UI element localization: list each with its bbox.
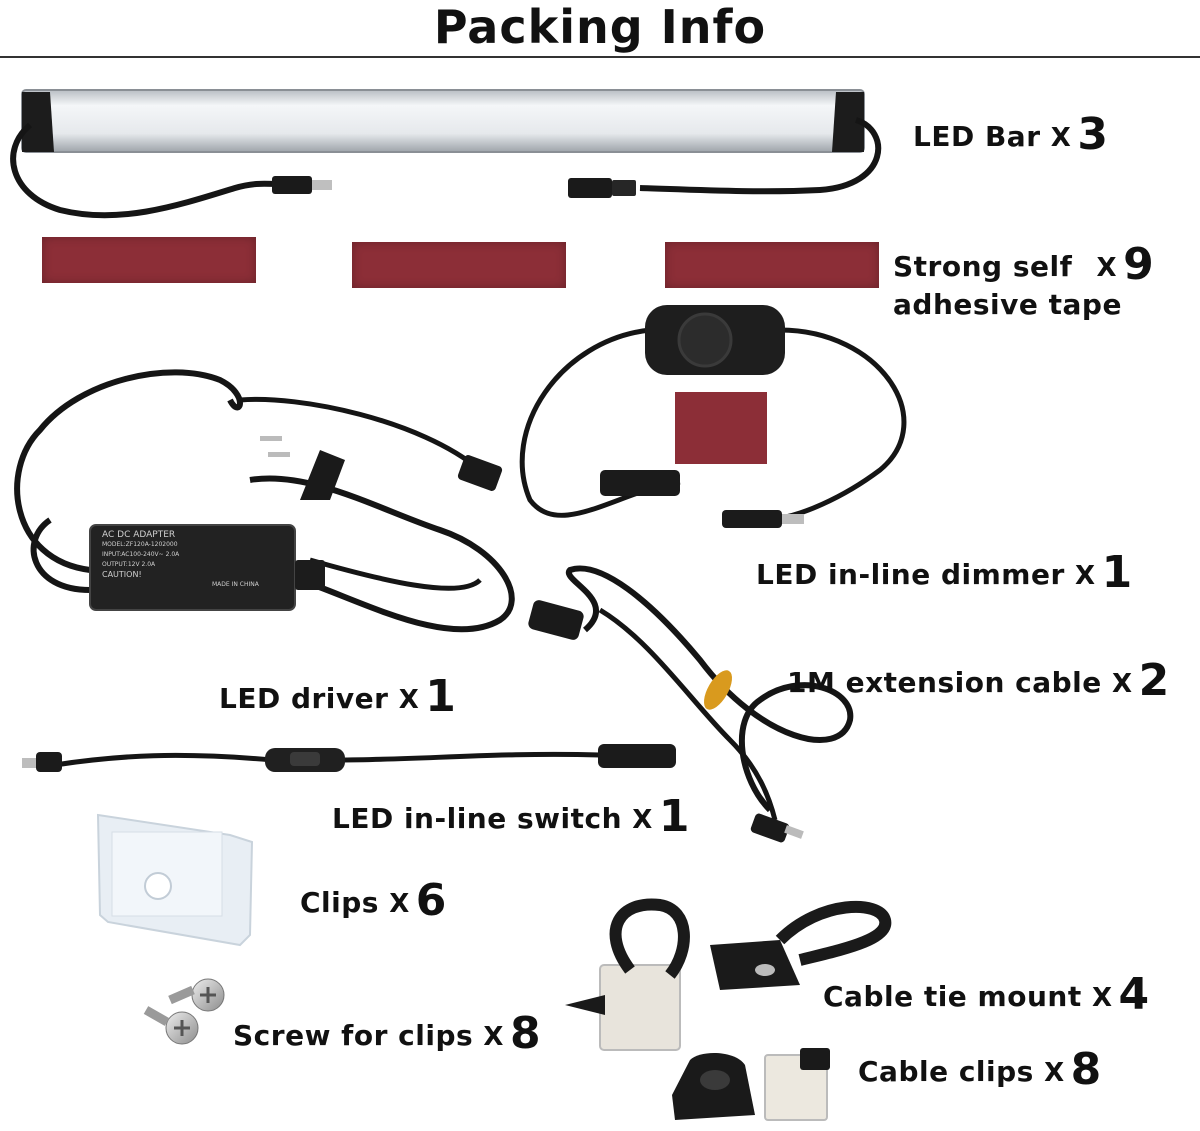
screws-image	[143, 978, 225, 1045]
adhesive-tape-strip	[352, 242, 566, 288]
item-times: X	[398, 685, 420, 715]
item-name: Screw for clips	[233, 1019, 474, 1052]
item-quantity: 4	[1118, 969, 1150, 1020]
adapter-label-line: MADE IN CHINA	[212, 581, 259, 588]
item-name: Cable tie mount	[823, 980, 1082, 1013]
adapter-label-line: OUTPUT:12V 2.0A	[102, 561, 156, 568]
item-times: X	[1050, 123, 1072, 153]
adhesive-tape-strip	[42, 237, 256, 283]
item-name: LED in-line dimmer	[756, 558, 1065, 591]
item-quantity: 8	[1070, 1044, 1102, 1095]
item-times: X	[389, 889, 410, 919]
item-quantity: 8	[509, 1008, 542, 1059]
item-name: 1M extension cable	[787, 666, 1102, 699]
led-bar-image	[10, 89, 882, 219]
item-quantity: 1	[658, 791, 690, 842]
dimmer-image	[519, 305, 907, 528]
item-name: Cable clips	[858, 1055, 1034, 1088]
item-times: X	[1096, 253, 1118, 283]
extension-cable-image	[528, 565, 854, 843]
clip-image	[96, 813, 254, 947]
title-divider	[0, 56, 1200, 58]
item-times: X	[1112, 669, 1133, 699]
adapter-label-line: AC DC ADAPTER	[102, 530, 176, 540]
item-quantity: 2	[1138, 655, 1170, 706]
cable-tie-mount-image	[565, 898, 892, 1051]
adapter-label-line: INPUT:AC100-240V~ 2.0A	[102, 551, 180, 558]
item-name: Clips	[300, 886, 379, 919]
item-times: X	[483, 1022, 504, 1052]
item-name: LED Bar	[913, 120, 1041, 153]
item-name: adhesive tape	[893, 288, 1122, 321]
adapter-label-line: MODEL:ZF120A-1202000	[102, 541, 178, 548]
led-driver-image	[14, 369, 515, 633]
item-times: X	[1091, 983, 1113, 1013]
item-name: LED driver	[219, 682, 389, 715]
adhesive-tape-strip	[665, 242, 879, 288]
item-quantity: 9	[1123, 239, 1155, 290]
item-quantity: 1	[425, 671, 457, 722]
inline-switch-image	[22, 744, 676, 772]
item-times: X	[1075, 561, 1096, 591]
item-quantity: 1	[1101, 547, 1133, 598]
item-quantity: 6	[415, 875, 447, 926]
adapter-label: AC DC ADAPTER MODEL:ZF120A-1202000 INPUT…	[102, 530, 287, 590]
item-times: X	[1044, 1058, 1065, 1088]
adapter-label-line: CAUTION!	[102, 570, 142, 579]
item-name: LED in-line switch	[332, 802, 623, 835]
cable-clips-image	[672, 1048, 830, 1121]
item-quantity: 3	[1077, 109, 1109, 160]
item-name: Strong self	[893, 250, 1073, 283]
page-title: Packing Info	[433, 0, 767, 54]
item-times: X	[632, 805, 653, 835]
item-label-adhesive-tape-line2: adhesive tape	[893, 288, 1122, 322]
